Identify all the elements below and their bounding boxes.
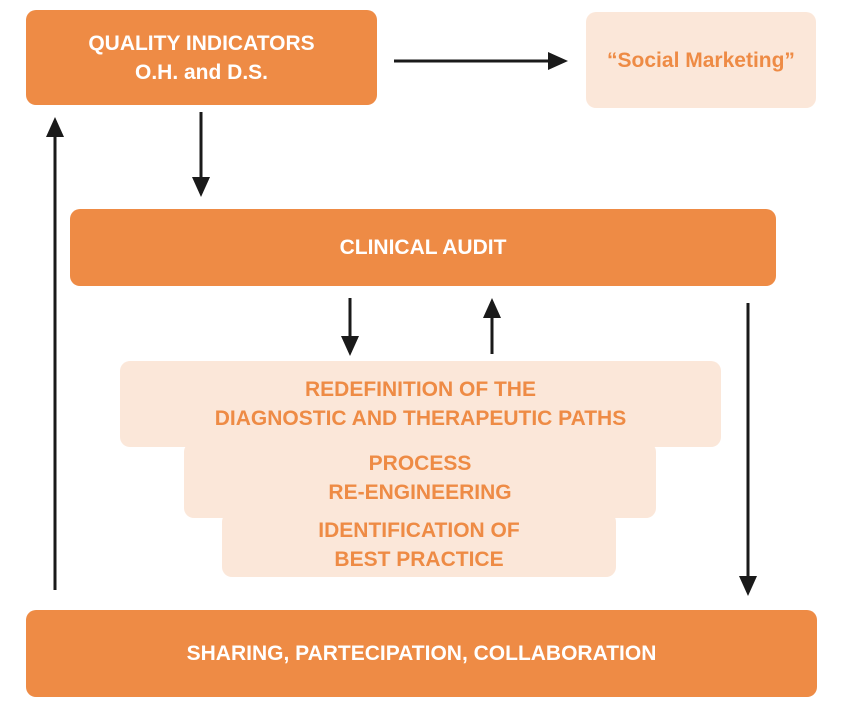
arrow-sharing-to-quality [46, 117, 64, 590]
arrow-quality-to-social [394, 52, 568, 70]
process-line-1: PROCESS [368, 452, 472, 475]
best-practice-line-2: BEST PRACTICE [334, 547, 504, 571]
redefinition-line-1: REDEFINITION OF THE [304, 378, 536, 401]
arrow-audit-to-sharing [739, 303, 757, 596]
best-practice-box: IDENTIFICATION OF BEST PRACTICE [222, 512, 616, 577]
sharing-collaboration-box: SHARING, PARTECIPATION, COLLABORATION [26, 610, 817, 697]
arrow-audit-to-paths [341, 298, 359, 356]
sharing-label: SHARING, PARTECIPATION, COLLABORATION [186, 642, 657, 665]
quality-indicators-line-2: O.H. and D.S. [134, 60, 268, 84]
redefinition-paths-box: REDEFINITION OF THE DIAGNOSTIC AND THERA… [120, 361, 721, 447]
arrow-paths-to-audit [483, 298, 501, 354]
social-marketing-box: “Social Marketing” [586, 12, 816, 108]
redefinition-line-2: DIAGNOSTIC AND THERAPEUTIC PATHS [214, 407, 627, 430]
clinical-audit-label: CLINICAL AUDIT [339, 236, 507, 259]
process-reengineering-box: PROCESS RE-ENGINEERING [184, 442, 656, 518]
process-line-2: RE-ENGINEERING [328, 481, 512, 504]
quality-indicators-line-1: QUALITY INDICATORS [88, 31, 315, 55]
best-practice-line-1: IDENTIFICATION OF [318, 518, 520, 542]
clinical-audit-box: CLINICAL AUDIT [70, 209, 776, 286]
social-marketing-label: “Social Marketing” [607, 48, 795, 72]
quality-indicators-box: QUALITY INDICATORS O.H. and D.S. [26, 10, 377, 105]
arrow-quality-to-audit [192, 112, 210, 197]
